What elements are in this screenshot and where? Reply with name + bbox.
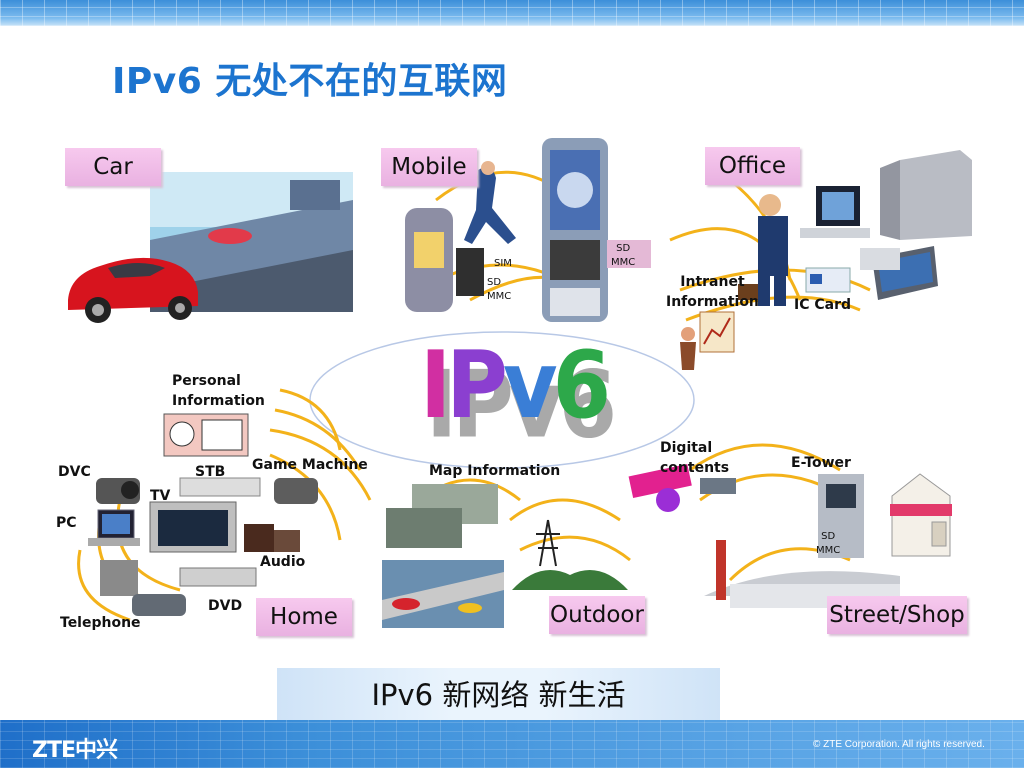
label-game-machine: Game Machine [252,457,368,473]
label-intranet: Intranet Information [666,274,759,311]
map-images [382,484,628,628]
tag-home: Home [256,598,352,636]
label-digital-contents: Digital contents [660,440,730,477]
slogan-banner: IPv6 新网络 新生活 [277,668,720,722]
zte-logo: ZTE中兴 [32,738,118,763]
street-shop-images [704,473,952,608]
label-tv: TV [150,488,171,504]
home-device-images [88,413,318,616]
label-pc: PC [56,515,77,531]
slide-title: IPv6 无处不在的互联网 [112,61,508,102]
label-sd-mmc-2: SD MMC [611,243,636,268]
office-images [738,150,972,306]
center-ellipse [309,331,695,469]
tag-outdoor: Outdoor [549,596,645,634]
ipv6-letter-2: P [446,331,508,439]
label-e-tower: E-Tower [791,455,851,471]
mobile-phone-images [405,138,651,322]
tag-office: Office [705,147,800,185]
copyright-text: © ZTE Corporation. All rights reserved. [813,739,985,750]
ipv6-letter-1: I [420,331,451,439]
tag-street-shop: Street/Shop [827,596,967,634]
label-sd-mmc-1: SD MMC [487,277,512,302]
label-sd-mmc-3: SD MMC [816,531,841,556]
label-audio: Audio [260,554,306,570]
presenter-chart-image [680,311,735,370]
label-stb: STB [195,464,226,480]
ipv6-letter-3: v [502,331,558,439]
label-dvc: DVC [58,464,91,480]
label-map-info: Map Information [429,463,561,479]
label-telephone: Telephone [60,615,141,631]
tag-mobile: Mobile [381,148,477,186]
label-sim: SIM [494,258,512,269]
ipv6-letter-4: 6 [552,331,611,439]
header-band [0,0,1024,26]
label-personal-info: Personal Information [172,373,265,410]
footer-band [0,720,1024,768]
ipv6-center-logo: IPv6 [420,331,611,439]
label-ic-card: IC Card [794,297,852,313]
red-sports-car-image [68,257,198,323]
tag-car: Car [65,148,161,186]
digital-contents-images [628,463,736,512]
label-dvd: DVD [208,598,243,614]
